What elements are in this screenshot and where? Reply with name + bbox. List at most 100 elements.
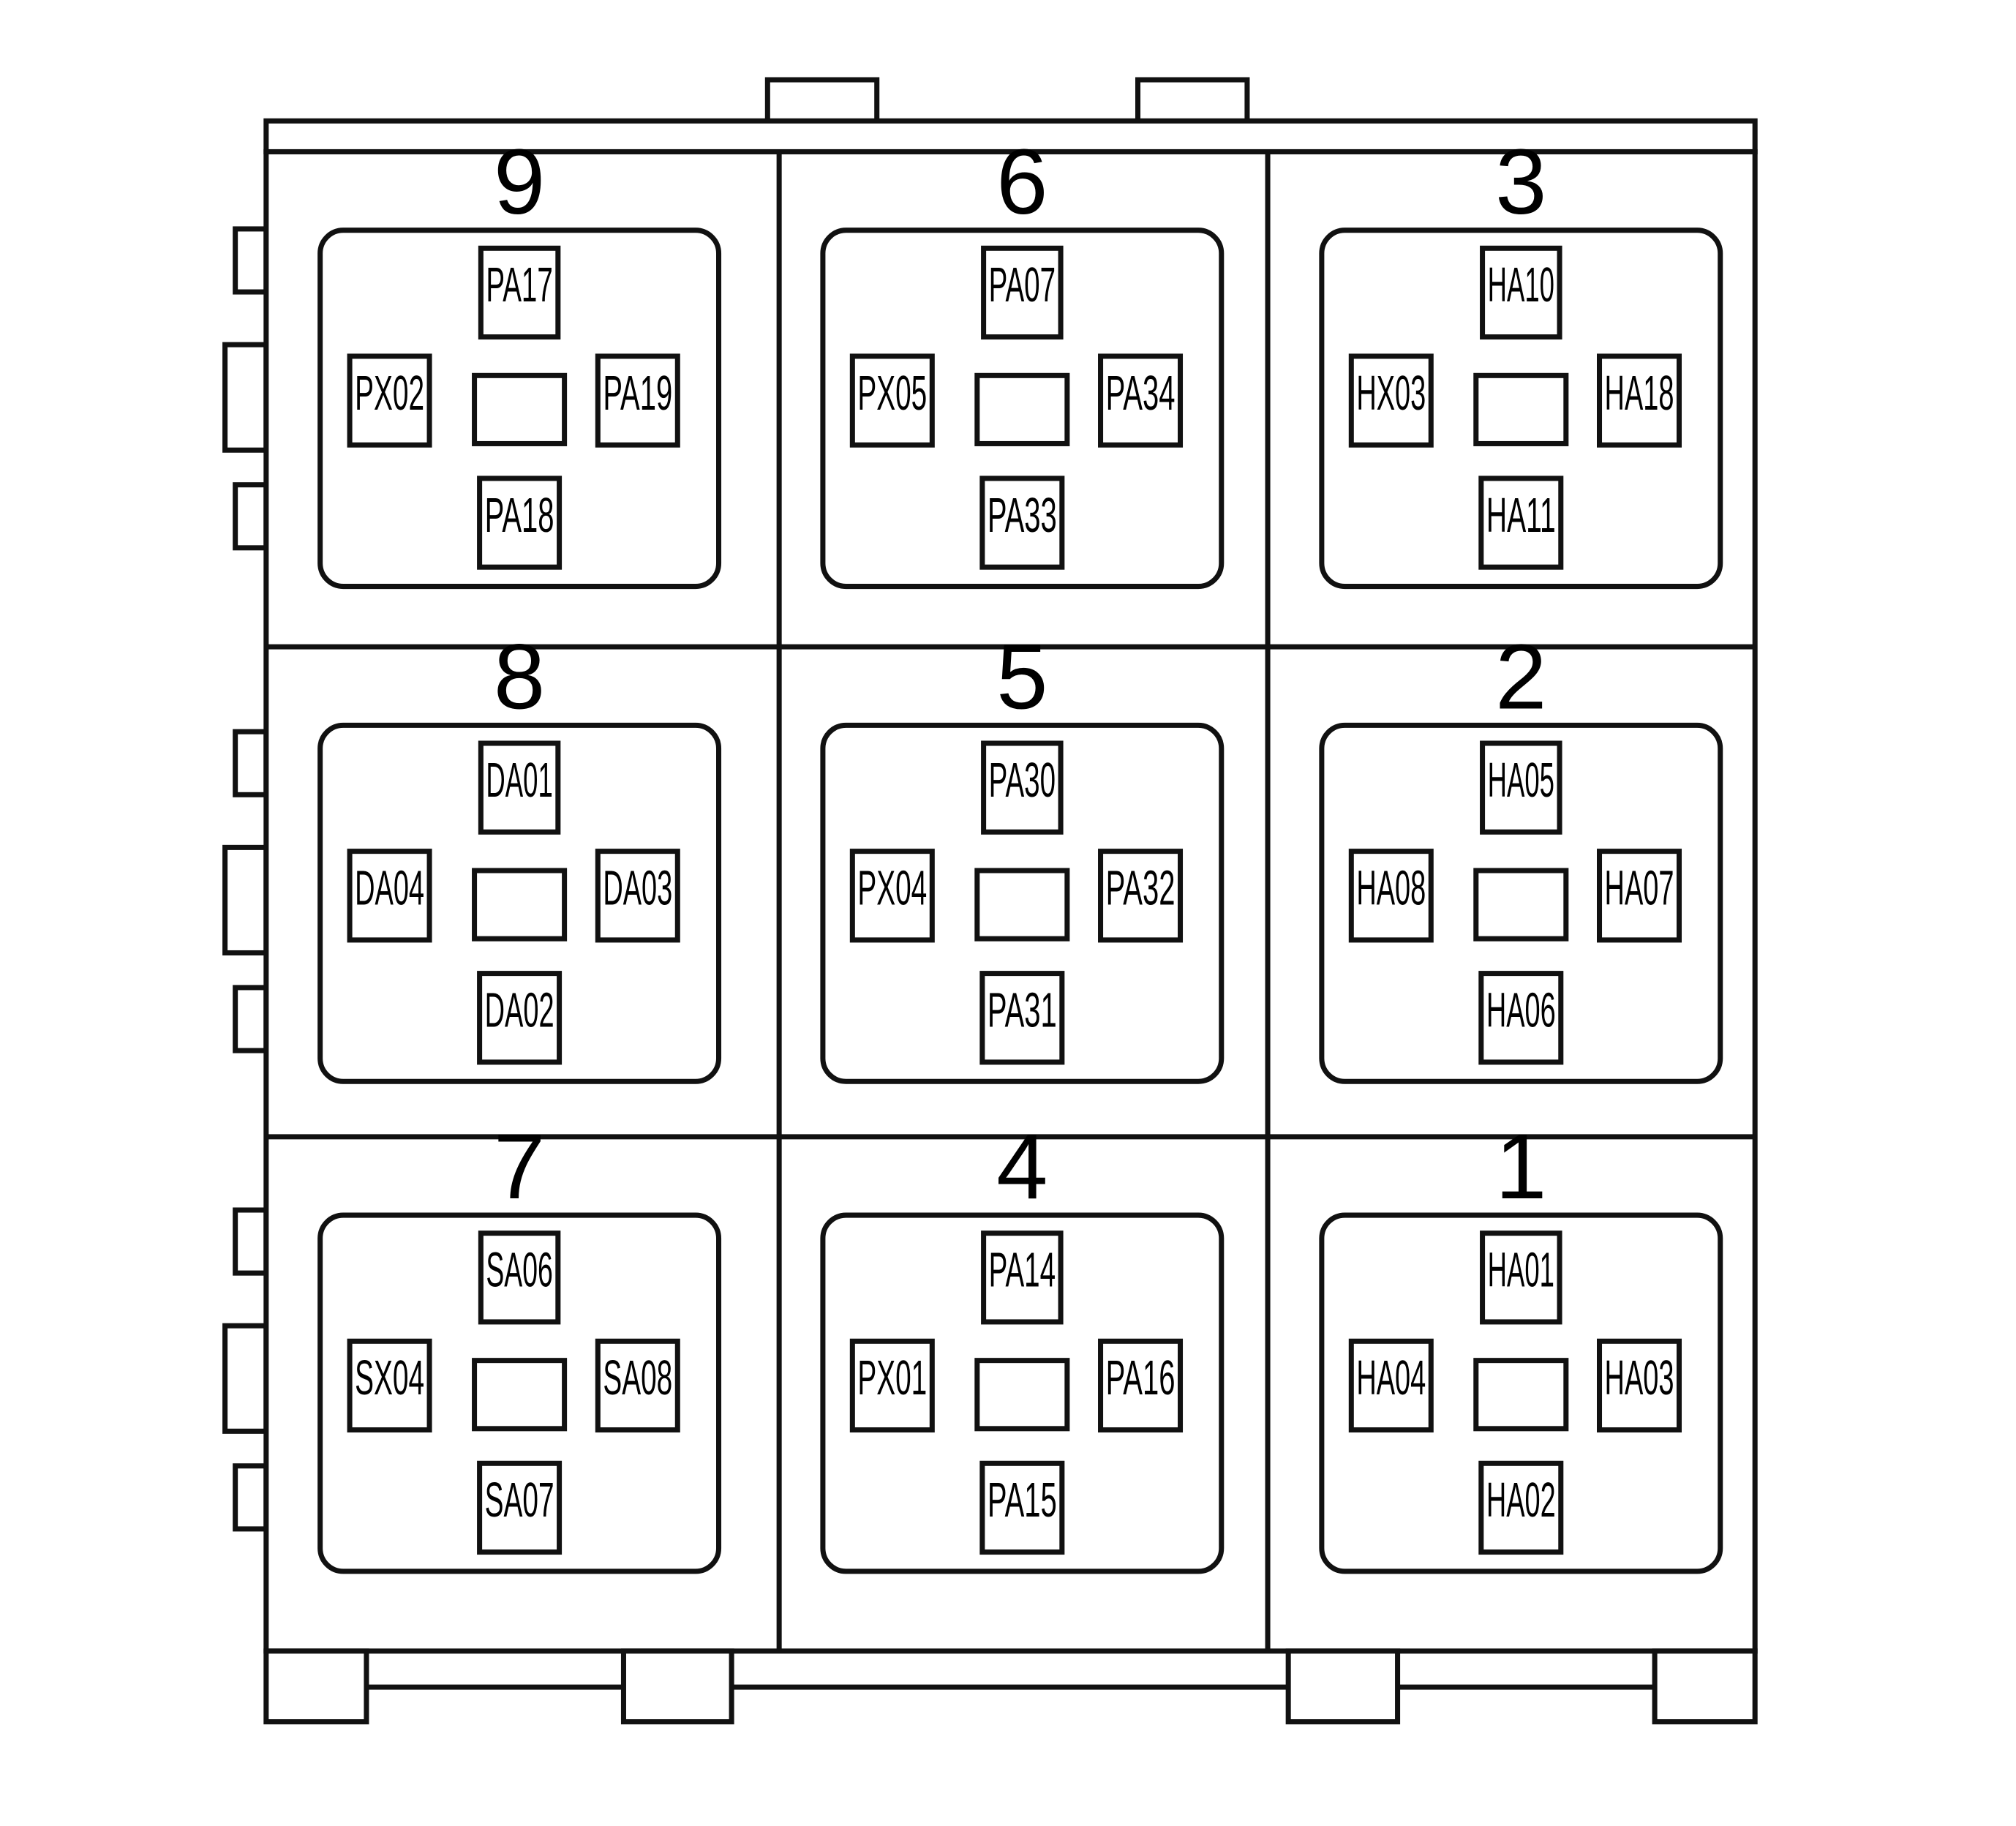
terminal-outline [1597, 849, 1682, 943]
terminal-right: PA19 [595, 353, 680, 448]
terminal-top: DA01 [478, 740, 561, 835]
terminal-label: DA03 [603, 862, 672, 916]
relay-position-number: 5 [996, 625, 1048, 729]
terminal-top: HA05 [1480, 740, 1562, 835]
relay-position-number: 4 [996, 1114, 1048, 1218]
terminal-outline [1478, 476, 1564, 570]
terminal-top: PA30 [981, 740, 1064, 835]
terminal-left: DA04 [347, 849, 432, 943]
terminal-outline [1597, 1338, 1682, 1433]
terminal-label: HX03 [1356, 367, 1426, 421]
terminal-outline [595, 1338, 680, 1433]
terminal-outline [981, 1231, 1064, 1325]
terminal-outline [981, 245, 1064, 340]
terminal-left: PX04 [849, 849, 935, 943]
terminal-outline [347, 849, 432, 943]
terminal-label: PX05 [857, 367, 927, 421]
terminal-label: PA14 [989, 1244, 1056, 1298]
terminal-outline [1478, 971, 1564, 1065]
terminal-label: HA06 [1486, 984, 1556, 1038]
terminal-top: HA01 [1480, 1231, 1562, 1325]
relay-center-pad [974, 868, 1070, 942]
terminal-left: HA08 [1348, 849, 1434, 943]
terminal-top: PA14 [981, 1231, 1064, 1325]
relay-position-number: 6 [996, 129, 1048, 233]
relay-center-pad [1473, 1358, 1569, 1432]
terminal-label: HA03 [1605, 1351, 1674, 1405]
relay-center-pad [974, 1358, 1070, 1432]
relay-position-number: 7 [494, 1114, 545, 1218]
terminal-left: SX04 [347, 1338, 432, 1433]
terminal-label: PA18 [485, 489, 554, 543]
terminal-bottom: DA02 [477, 971, 563, 1065]
terminal-outline [478, 245, 561, 340]
terminal-outline [1480, 245, 1562, 340]
terminal-left: HX03 [1348, 353, 1434, 448]
terminal-top: SA06 [478, 1231, 561, 1325]
terminal-right: HA07 [1597, 849, 1682, 943]
terminal-label: PA31 [988, 984, 1057, 1038]
terminal-outline [1478, 1460, 1564, 1555]
terminal-bottom: SA07 [477, 1460, 563, 1555]
terminal-bottom: PA18 [477, 476, 563, 570]
terminal-bottom: HA11 [1478, 476, 1564, 570]
terminal-bottom: PA33 [979, 476, 1065, 570]
terminal-top: HA10 [1480, 245, 1562, 340]
terminal-bottom: HA06 [1478, 971, 1564, 1065]
terminal-label: PA17 [486, 258, 552, 312]
terminal-label: DA04 [355, 862, 424, 916]
terminal-label: PA32 [1106, 862, 1176, 916]
terminal-right: PA32 [1098, 849, 1184, 943]
terminal-right: HA18 [1597, 353, 1682, 448]
terminal-bottom: HA02 [1478, 1460, 1564, 1555]
relay-position-number: 1 [1495, 1114, 1546, 1218]
terminal-right: HA03 [1597, 1338, 1682, 1433]
terminal-label: PA33 [988, 489, 1057, 543]
terminal-label: PA30 [989, 754, 1056, 808]
left-side-clips [222, 226, 269, 1532]
terminal-outline [477, 476, 563, 570]
terminal-label: HA07 [1605, 862, 1674, 916]
terminal-left: PX02 [347, 353, 432, 448]
terminal-label: SA08 [603, 1351, 672, 1405]
terminal-outline [979, 971, 1065, 1065]
terminal-outline [979, 476, 1065, 570]
terminal-outline [849, 849, 935, 943]
terminal-outline [979, 1460, 1065, 1555]
terminal-top: PA17 [478, 245, 561, 340]
terminal-label: PX01 [857, 1351, 927, 1405]
terminal-outline [347, 1338, 432, 1433]
terminal-label: PX04 [857, 862, 927, 916]
terminal-outline [347, 353, 432, 448]
terminal-left: HA04 [1348, 1338, 1434, 1433]
terminal-label: HA18 [1605, 367, 1674, 421]
relay-position-number: 3 [1495, 129, 1546, 233]
terminal-left: PX01 [849, 1338, 935, 1433]
terminal-outline [1098, 849, 1184, 943]
terminal-label: HA02 [1486, 1473, 1556, 1528]
terminal-label: HA01 [1488, 1244, 1554, 1298]
relay-center-pad [974, 372, 1070, 446]
terminal-outline [849, 353, 935, 448]
terminal-bottom: PA15 [979, 1460, 1065, 1555]
terminal-right: DA03 [595, 849, 680, 943]
terminal-left: PX05 [849, 353, 935, 448]
bottom-rail [263, 1648, 1758, 1725]
terminal-label: SA06 [486, 1244, 552, 1298]
terminal-outline [1480, 740, 1562, 835]
terminal-outline [1348, 1338, 1434, 1433]
relay-center-pad [472, 868, 568, 942]
terminal-label: SX04 [355, 1351, 424, 1405]
terminal-right: PA34 [1098, 353, 1184, 448]
terminal-outline [981, 740, 1064, 835]
terminal-outline [595, 353, 680, 448]
terminal-label: PA34 [1106, 367, 1176, 421]
terminal-outline [1348, 353, 1434, 448]
